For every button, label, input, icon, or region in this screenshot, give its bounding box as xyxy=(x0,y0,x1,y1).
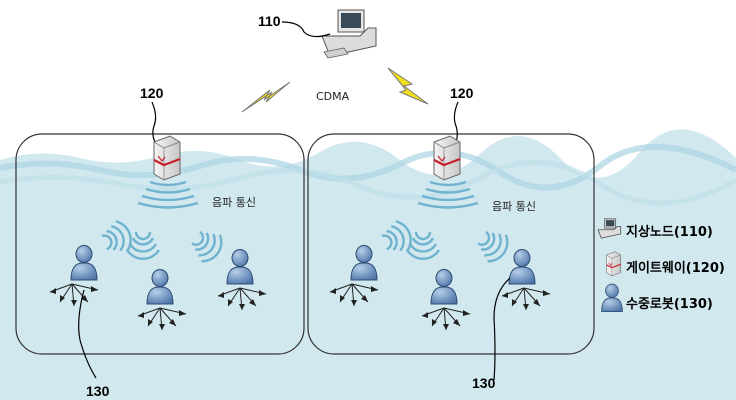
cdma-label: CDMA xyxy=(316,90,350,103)
wave-line xyxy=(0,143,736,191)
lightning-icon xyxy=(387,67,429,105)
gateway-label-left: 120 xyxy=(140,85,164,101)
computer-icon xyxy=(597,218,622,239)
lightning-icon xyxy=(241,81,291,113)
computer-icon xyxy=(321,9,377,59)
legend: 지상노드(110) 게이트웨이(120) 수중로봇(130) xyxy=(597,218,725,313)
gateway-label-right: 120 xyxy=(450,85,474,101)
gateway-icon xyxy=(152,134,182,182)
network-cell-right xyxy=(307,133,595,355)
legend-item-label: 수중로봇(130) xyxy=(626,297,713,312)
robot-label-left: 130 xyxy=(86,383,110,399)
leader-line xyxy=(493,277,511,381)
wave-line xyxy=(0,160,736,206)
robot-label-right: 130 xyxy=(472,375,496,391)
gateway-icon xyxy=(432,134,462,182)
gateway-icon xyxy=(605,251,622,277)
network-cell-left xyxy=(15,133,305,355)
legend-item-label: 지상노드(110) xyxy=(626,225,713,240)
acoustic-label-right: 음파 통신 xyxy=(492,200,536,213)
leader-line xyxy=(78,289,97,379)
ground-node-label: 110 xyxy=(258,13,281,29)
legend-item-label: 게이트웨이(120) xyxy=(626,260,725,276)
acoustic-label-left: 음파 통신 xyxy=(212,196,256,209)
leader-line xyxy=(281,21,331,38)
